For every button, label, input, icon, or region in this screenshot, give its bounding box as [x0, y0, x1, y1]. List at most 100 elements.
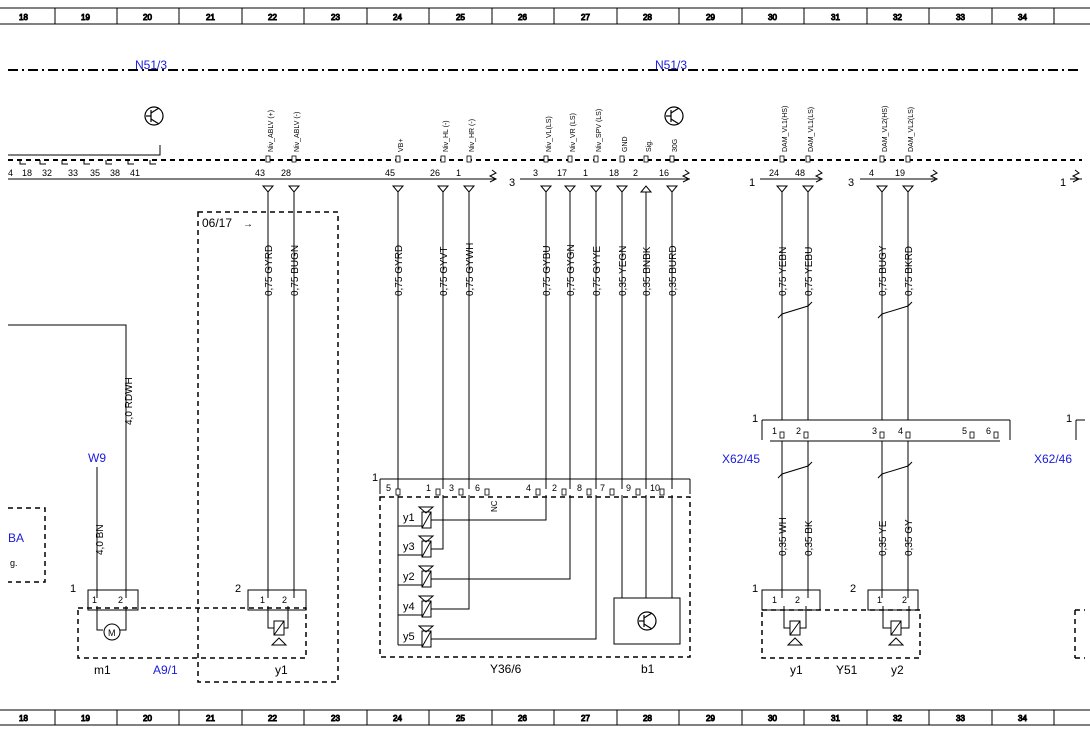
- signal-name: DAM_VL2(HS): [882, 106, 889, 152]
- connector-pin-number: 45: [385, 168, 395, 178]
- arrow-icon: [391, 185, 405, 193]
- nc-label: NC: [490, 500, 499, 512]
- arrow-icon: [417, 506, 435, 514]
- grid-number-top: 32: [893, 13, 902, 22]
- m1-w9-wire-label: 4,0 BN: [95, 524, 106, 555]
- valve-label: y4: [403, 601, 415, 613]
- wire-label: 0,75 GYYE: [592, 246, 603, 296]
- signal-name: Niv_HL (-): [443, 120, 450, 152]
- wire-label: 0,75 GYRD: [264, 245, 275, 296]
- y36-6-label: Y36/6: [490, 662, 522, 676]
- y51-box: Y51 1 2 1 2 1 2 y1 y2: [752, 583, 921, 677]
- motor-icon: [96, 606, 127, 641]
- a9-1-box: 06/17 → A9/1 1 1 2 M m1 2 1 2 y1: [70, 211, 339, 683]
- y36-pin-number: 10: [650, 483, 660, 493]
- grid-number-bottom: 18: [19, 714, 28, 723]
- y51-y1-label: y1: [790, 663, 803, 677]
- pin-contact: [905, 431, 911, 439]
- grid-number-bottom: 24: [393, 714, 402, 723]
- y51-y2-label: y2: [891, 663, 904, 677]
- signal-name: VB+: [398, 139, 405, 152]
- grid-number-bottom: 21: [206, 714, 215, 723]
- connector-pin-number: 3: [533, 168, 538, 178]
- arrow-icon: [436, 185, 450, 193]
- n51-3-label-right: N51/3: [655, 58, 687, 72]
- grid-number-bottom: 34: [1018, 714, 1027, 723]
- grid-number-bottom: 20: [143, 714, 152, 723]
- connector-pin-number: 41: [130, 168, 140, 178]
- wire: [431, 495, 597, 640]
- connector-pin-number: 28: [281, 168, 291, 178]
- m1-top-wire-label: 4,0 RDWH: [124, 377, 135, 425]
- grid-number-bottom: 30: [768, 714, 777, 723]
- x62-46-label: X62/46: [1034, 452, 1072, 466]
- pin-contact: [969, 431, 975, 439]
- grid-number-top: 33: [956, 13, 965, 22]
- wire-label: 0,35 BNBK: [642, 246, 653, 296]
- x62-pin-number: 2: [796, 426, 801, 436]
- connector-pin-number: 33: [68, 168, 78, 178]
- grid-number-top: 21: [206, 13, 215, 22]
- a9-1-label: A9/1: [153, 663, 178, 677]
- arrow-icon: [417, 565, 435, 573]
- y36-pin-number: 1: [426, 483, 431, 493]
- y1-connector-number: 2: [235, 583, 241, 595]
- control-unit-n51-3: N51/3 N51/3: [8, 58, 1082, 183]
- grid-number-top: 28: [643, 13, 652, 22]
- wire: [431, 495, 547, 521]
- wire-label: 0,35 BURD: [668, 245, 679, 296]
- signal-name: Niv_ABLV (-): [294, 112, 301, 152]
- connector-group-number: 3: [509, 177, 515, 189]
- pin-contact: [395, 488, 401, 496]
- grid-number-bottom: 33: [956, 714, 965, 723]
- arrow-icon: [563, 185, 577, 193]
- wire-label: 0,75 BUGY: [878, 245, 889, 296]
- wire-label: 0,75 BUGN: [290, 245, 301, 296]
- arrow-icon: [639, 185, 653, 193]
- wire-break: [877, 461, 913, 479]
- left-partial-component: BA g.: [8, 507, 46, 583]
- m1-connector-number: 1: [70, 583, 76, 595]
- connector-pin-number: 1: [583, 168, 588, 178]
- sba-sub-label: g.: [10, 558, 18, 568]
- x62-connector-number: 1: [752, 413, 758, 425]
- pin-contact: [669, 155, 675, 163]
- pin-contact: [466, 155, 472, 163]
- y36-pin-number: 2: [552, 483, 557, 493]
- arrow-icon: [665, 185, 679, 193]
- grid-number-bottom: 28: [643, 714, 652, 723]
- arrow-icon: →: [243, 219, 253, 230]
- connector-pin-number: 2: [633, 168, 638, 178]
- pin-contact: [484, 488, 490, 496]
- connector-pin-number: 38: [110, 168, 120, 178]
- connector-pin-number: 1: [456, 168, 461, 178]
- wire-break: [777, 461, 813, 479]
- arrow-icon: [287, 185, 301, 193]
- x62-pin-number: 5: [962, 426, 967, 436]
- arrow-icon: [801, 185, 815, 193]
- valve-icon: [783, 606, 807, 646]
- pin-contact: [905, 155, 911, 163]
- pin-contact: [779, 431, 785, 439]
- wire-label: 0,75 GYGN: [566, 244, 577, 296]
- valve-icon: [882, 606, 910, 646]
- arrow-icon: [462, 185, 476, 193]
- arrow-icon: [261, 185, 275, 193]
- n51-3-label: N51/3: [135, 58, 167, 72]
- pin-contact: [395, 155, 401, 163]
- pin-contact: [561, 488, 567, 496]
- y1-pin-2: 2: [282, 595, 287, 605]
- pin-contact: [659, 488, 665, 496]
- wire-label: 0,35 WH: [778, 517, 789, 556]
- signal-name: GND: [622, 136, 629, 152]
- x62-pin-number: 1: [772, 426, 777, 436]
- y36-pin-number: 6: [475, 483, 480, 493]
- grid-number-top: 20: [143, 13, 152, 22]
- y36-pin-number: 9: [626, 483, 631, 493]
- pin-contact: [643, 155, 649, 163]
- pin-contact: [779, 155, 785, 163]
- transistor-icon: [637, 611, 657, 631]
- grid-number-bottom: 22: [268, 714, 277, 723]
- grid-reference: 1818191920202121222223232424252526262727…: [0, 7, 1090, 726]
- y51-y2-pin-2: 2: [902, 595, 907, 605]
